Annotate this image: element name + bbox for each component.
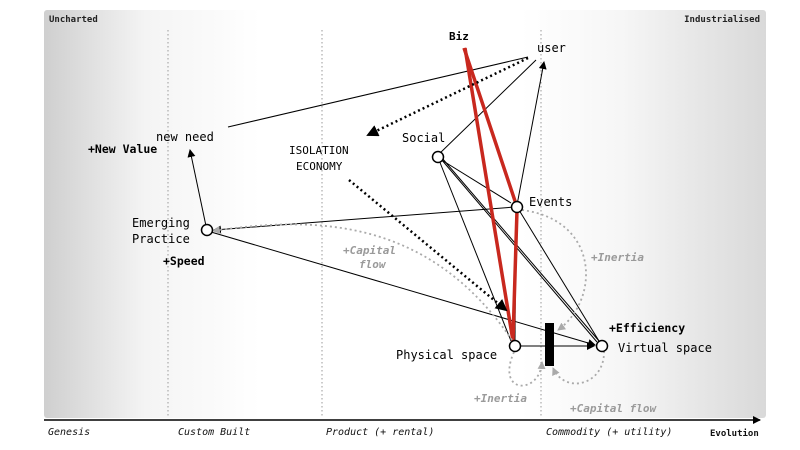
label-biz: Biz [449, 30, 469, 43]
isolation-to-inertia-arrow [348, 179, 508, 312]
node-virtual-space [595, 339, 609, 353]
label-events: Events [529, 195, 573, 209]
grey-flow-curves [212, 209, 605, 387]
red-link-biz-events [462, 47, 518, 205]
stage-commodity: Commodity (+ utility) [546, 427, 673, 438]
label-user: user [537, 41, 566, 55]
label-practice: Practice [132, 232, 190, 246]
node-emerging-practice [200, 223, 214, 237]
link-newneed-user [227, 56, 529, 128]
stage-product: Product (+ rental) [326, 427, 435, 438]
annotation-inertia-bottom: +Inertia [474, 392, 527, 405]
link-social-events [439, 158, 512, 204]
link-social-physical [438, 159, 512, 342]
annotation-speed: +Speed [163, 254, 205, 268]
annotation-inertia-top: +Inertia [591, 251, 644, 264]
label-new-need: new need [156, 130, 214, 144]
link-events-virtual [518, 209, 600, 342]
link-social-user [437, 59, 537, 156]
map-background [44, 10, 766, 418]
label-social: Social [402, 131, 446, 145]
axis-label-evolution: Evolution [710, 429, 759, 439]
inertia-bottom-curve [508, 351, 546, 387]
label-economy: ECONOMY [296, 160, 343, 173]
red-link-biz-physical [463, 47, 515, 342]
capital-flow-bottom-curve [552, 350, 605, 385]
annotation-efficiency: +Efficiency [609, 321, 686, 335]
red-link-events-physical [511, 209, 519, 341]
link-emerging-newneed [187, 149, 207, 227]
inertia-top-curve [521, 209, 587, 331]
label-physical-space: Physical space [396, 348, 498, 362]
annotation-capital-flow-line1: +Capital [343, 244, 396, 257]
isolation-arrow [366, 56, 529, 137]
corner-label-uncharted: Uncharted [49, 15, 98, 25]
link-events-user [516, 61, 547, 206]
node-events [510, 200, 524, 214]
stage-genesis: Genesis [48, 427, 91, 438]
label-emerging: Emerging [132, 216, 190, 230]
link-social-virtual [440, 158, 598, 343]
capital-flow-curve [212, 223, 513, 341]
link-events-emerging [213, 206, 516, 234]
label-isolation: ISOLATION [289, 144, 349, 157]
annotation-capital-flow-line2: flow [359, 258, 386, 271]
node-social [431, 150, 445, 164]
annotation-new-value: +New Value [88, 142, 158, 156]
biz-lines [462, 47, 519, 342]
label-virtual-space: Virtual space [618, 341, 712, 355]
corner-label-industrialised: Industrialised [684, 15, 760, 25]
stage-custom-built: Custom Built [178, 427, 251, 438]
annotation-capital-flow-bottom: +Capital flow [570, 402, 657, 415]
node-physical-space [508, 339, 522, 353]
inertia-barrier [545, 323, 554, 366]
link-social-virtual-2 [441, 157, 600, 342]
link-emerging-virtual [210, 231, 596, 347]
